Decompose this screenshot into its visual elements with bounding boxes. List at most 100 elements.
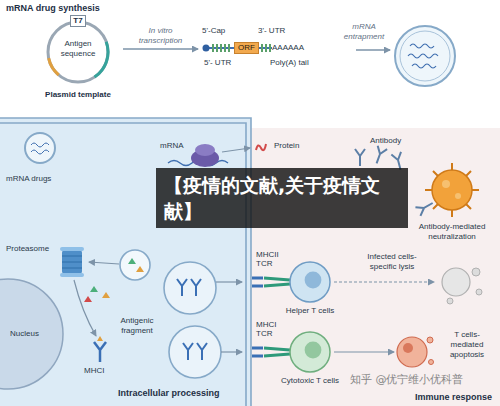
drug-label: mRNA drugs bbox=[6, 174, 51, 184]
virus-particle bbox=[425, 163, 479, 217]
sequence-arc bbox=[36, 10, 121, 95]
watermark: 知乎 @优宁维小优科普 bbox=[350, 373, 464, 386]
proteasome bbox=[60, 247, 84, 251]
apoptotic-cell bbox=[427, 337, 433, 343]
proteasome bbox=[60, 273, 84, 277]
proteasome bbox=[60, 247, 84, 277]
sequence-arc bbox=[40, 14, 117, 91]
cell-label: Helper T cells bbox=[275, 306, 345, 316]
mechanism-label: Antibody-mediated neutralization bbox=[406, 222, 498, 242]
receptor-label: TCR bbox=[256, 259, 272, 269]
antibody bbox=[355, 149, 365, 166]
molecule-label: Antibody bbox=[370, 136, 401, 146]
peptides bbox=[74, 280, 96, 336]
apoptotic-cell bbox=[429, 360, 434, 365]
lnp-particle bbox=[395, 26, 455, 86]
lnp-vesicle bbox=[31, 143, 49, 147]
tail-label: Poly(A) tail bbox=[270, 58, 309, 68]
utr-stripe bbox=[212, 44, 214, 52]
antibody bbox=[372, 146, 387, 165]
outline-circle bbox=[290, 262, 330, 302]
utr-label: 3'- UTR bbox=[258, 26, 285, 36]
cell-nucleus bbox=[305, 272, 322, 289]
title-banner: 【疫情的文献,关于疫情文献】 bbox=[156, 168, 408, 228]
virus-particle bbox=[442, 180, 450, 188]
apoptotic-cell bbox=[403, 343, 413, 353]
outline-circle bbox=[0, 279, 63, 389]
cytotoxic-t-cell: Cytotoxic T cells bbox=[275, 328, 347, 388]
peptides bbox=[90, 286, 98, 292]
proteasome bbox=[62, 256, 82, 268]
utr-stripe bbox=[265, 44, 267, 52]
diagram-title: mRNA drug synthesis bbox=[6, 3, 100, 14]
lnp-vesicle bbox=[25, 133, 55, 163]
process-label: mRNA entrapment bbox=[337, 22, 391, 42]
protein-arrow bbox=[256, 144, 266, 150]
lnp-vesicle bbox=[31, 150, 49, 154]
receptor-pair bbox=[252, 278, 263, 286]
connector-arrow bbox=[123, 48, 198, 49]
protein-arrow bbox=[222, 148, 250, 152]
receptor-label: MHCI bbox=[256, 320, 276, 330]
lnp-vesicle bbox=[25, 133, 55, 163]
transport-vesicle bbox=[164, 262, 216, 314]
receptor-pair bbox=[264, 348, 290, 356]
utr-stripe bbox=[224, 44, 226, 52]
protein-arrow bbox=[222, 144, 266, 152]
cell-panel: Intracellular processingNucleus bbox=[0, 118, 251, 406]
virus-particle bbox=[425, 163, 479, 217]
receptor-label: TCR bbox=[256, 329, 272, 339]
cap-label: 5'-Cap bbox=[202, 26, 225, 36]
peptides bbox=[74, 280, 110, 336]
molecule-label: mRNA bbox=[160, 141, 184, 151]
molecule-label: Protein bbox=[274, 141, 299, 151]
lnp-particle bbox=[400, 31, 450, 81]
proteasome bbox=[62, 250, 82, 274]
apoptotic-cell bbox=[397, 337, 427, 367]
entrapment-arrow bbox=[356, 50, 390, 51]
utr-stripe bbox=[261, 44, 263, 52]
helper-t-cell: Helper T cells bbox=[275, 258, 347, 316]
lysed-cell bbox=[447, 298, 453, 304]
apoptosis-arrow bbox=[334, 352, 394, 353]
lnp-particle bbox=[412, 64, 436, 68]
edge-label: In vitro transcription bbox=[131, 26, 191, 46]
endosome bbox=[128, 258, 136, 264]
virus-particle bbox=[432, 170, 472, 210]
endosome bbox=[89, 250, 150, 280]
receptor-pair bbox=[252, 348, 263, 356]
lysed-cell bbox=[442, 268, 482, 304]
endosome bbox=[136, 266, 144, 272]
utr-stripe bbox=[269, 44, 271, 52]
mhc-molecule bbox=[97, 336, 103, 341]
virus-particle bbox=[455, 193, 461, 199]
sequence-label: Antigen sequence bbox=[55, 39, 101, 59]
mechanism-label: Infected cells-specific lysis bbox=[356, 252, 428, 272]
outline-circle bbox=[290, 332, 330, 372]
nucleus-label: Nucleus bbox=[10, 329, 39, 339]
mechanism-label: T cells-mediated apoptosis bbox=[438, 330, 496, 360]
lnp-particle bbox=[395, 26, 455, 86]
orf-label: ORF bbox=[234, 42, 259, 54]
peptides bbox=[84, 296, 92, 302]
translating-mrna bbox=[195, 144, 215, 156]
utr-stripe bbox=[216, 44, 218, 52]
peptides bbox=[102, 292, 110, 298]
lysed-cell bbox=[476, 289, 482, 295]
mhc-molecule bbox=[94, 342, 106, 362]
receptor-pair bbox=[264, 278, 290, 286]
nucleus: Nucleus bbox=[0, 284, 70, 384]
antibody bbox=[415, 199, 435, 216]
banner-text: 【疫情的文献,关于疫情文献】 bbox=[164, 172, 400, 224]
apoptosis-arrow bbox=[334, 351, 394, 352]
lysed-cell bbox=[442, 268, 470, 296]
lysis-arrow bbox=[334, 282, 434, 283]
utr-stripe bbox=[220, 44, 222, 52]
mhc-molecule bbox=[94, 336, 106, 362]
promoter-label: T7 bbox=[70, 15, 85, 27]
endosome bbox=[89, 262, 119, 264]
transport-vesicle bbox=[216, 281, 242, 282]
utr-stripe bbox=[228, 44, 230, 52]
receptor-pair bbox=[252, 278, 290, 356]
